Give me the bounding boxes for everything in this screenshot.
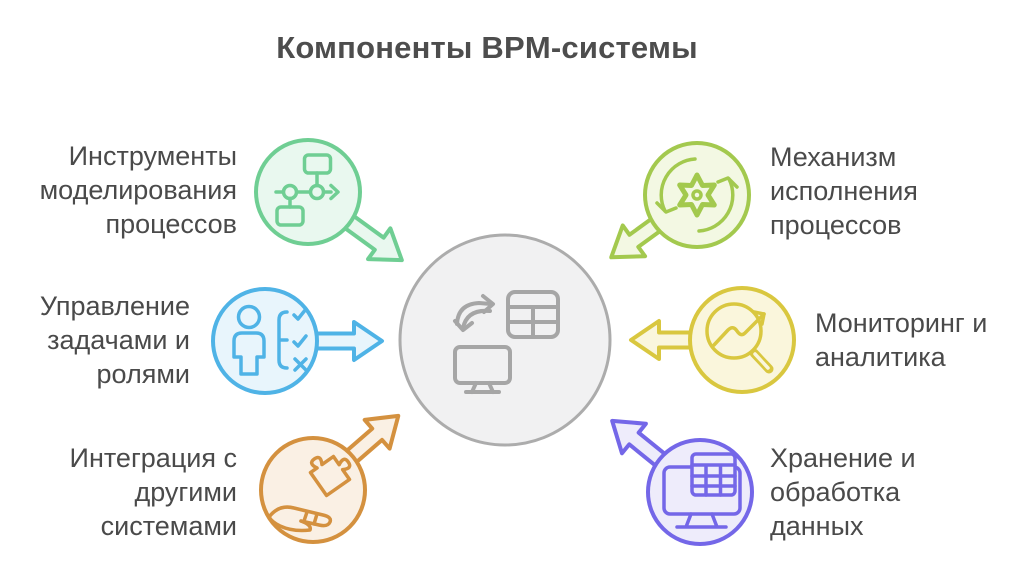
label-line: данных [770,511,864,541]
label-modeling-tools: Инструменты моделирования процессов [8,139,237,241]
label-line: Хранение и [770,443,916,473]
label-integration: Интеграция с другими системами [8,441,237,543]
flowchart-icon [274,153,340,227]
center-icons [453,290,560,394]
monitor-table-icon [662,452,742,529]
label-line: исполнения [770,176,918,206]
label-monitoring-analytics: Мониторинг и аналитика [815,306,1024,374]
table-icon [506,290,560,339]
center-circle [398,233,612,447]
page-title: Компоненты BPM-системы [276,30,698,65]
swap-arrows-icon [453,294,495,332]
label-task-role-management: Управление задачами и ролями [8,289,190,391]
label-line: Механизм [770,142,897,172]
label-line: процессов [770,210,902,240]
label-line: Мониторинг и [815,308,988,338]
label-line: аналитика [815,342,946,372]
label-line: другими [134,477,237,507]
label-line: процессов [105,209,238,239]
label-line: моделирования [39,175,237,205]
hand-puzzle-icon [267,454,352,533]
label-line: Управление [39,291,190,321]
label-line: системами [100,511,237,541]
label-data-storage: Хранение и обработка данных [770,441,1005,543]
label-line: задачами и [47,325,190,355]
gear-cycle-icon [655,157,739,233]
circle-integration [259,436,367,544]
label-execution-engine: Механизм исполнения процессов [770,140,1015,242]
user-checklist-icon [232,304,308,376]
label-line: Инструменты [68,141,237,171]
label-line: ролями [96,359,190,389]
monitor-icon [453,345,512,394]
magnifier-trend-icon [705,302,774,374]
label-line: обработка [770,477,901,507]
label-line: Интеграция с [69,443,237,473]
